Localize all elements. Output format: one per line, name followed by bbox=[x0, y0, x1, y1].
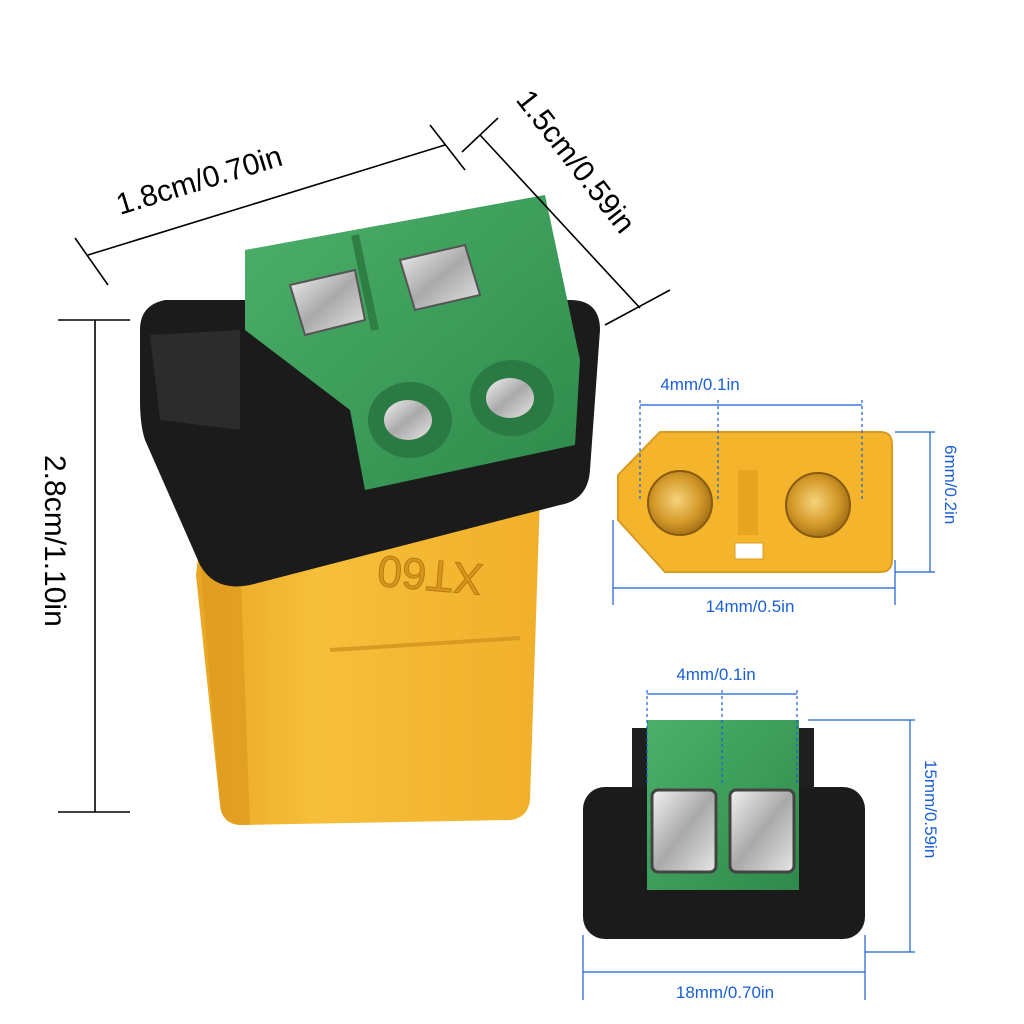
label-terminal-pitch-top: 4mm/0.1in bbox=[676, 665, 755, 684]
label-height-main: 2.8cm/1.10in bbox=[38, 455, 71, 627]
clamp-right bbox=[398, 243, 482, 312]
xt60-ridge bbox=[329, 636, 521, 652]
plug-bottom-notch bbox=[734, 542, 764, 560]
top-view-dimension-lines bbox=[582, 690, 915, 1000]
gold-pin-left bbox=[647, 470, 713, 536]
front-view-dimension-lines bbox=[612, 400, 935, 605]
plug-center-key bbox=[738, 470, 758, 535]
top-view-clamp-right bbox=[728, 788, 796, 874]
gold-pin-right bbox=[785, 472, 851, 538]
black-housing-highlight bbox=[150, 330, 240, 430]
front-view-plug bbox=[617, 431, 893, 573]
screw-head-right bbox=[486, 378, 534, 418]
xt60-embossed-marking: XT60 bbox=[376, 546, 485, 604]
label-body-width-top: 18mm/0.70in bbox=[676, 983, 774, 1002]
top-view-terminal bbox=[583, 720, 865, 939]
xt60-yellow-shadow bbox=[200, 555, 250, 825]
label-plug-height-front: 6mm/0.2in bbox=[941, 445, 960, 524]
main-dimension-lines bbox=[58, 117, 671, 813]
xt60-yellow-body bbox=[196, 495, 540, 825]
green-terminal-divider bbox=[351, 234, 379, 331]
main-connector: XT60 bbox=[140, 195, 600, 825]
label-plug-width-front: 14mm/0.5in bbox=[706, 597, 795, 616]
label-width-main: 1.8cm/0.70in bbox=[112, 140, 286, 222]
top-view-clamp-left bbox=[650, 788, 718, 874]
screw-head-left bbox=[384, 400, 432, 440]
clamp-left bbox=[288, 268, 367, 337]
label-terminal-height-top: 15mm/0.59in bbox=[921, 760, 940, 858]
label-pin-pitch-front: 4mm/0.1in bbox=[660, 375, 739, 394]
